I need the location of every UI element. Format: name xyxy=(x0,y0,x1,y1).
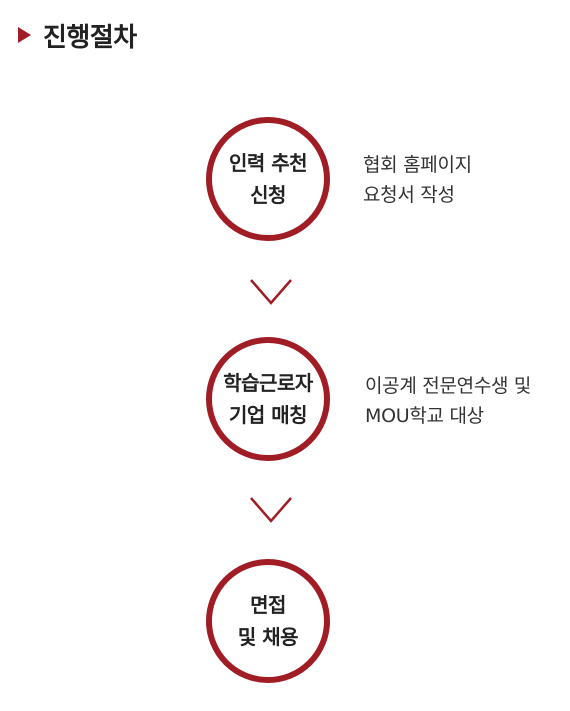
step-3-label: 면접 및 채용 xyxy=(237,593,299,649)
section-header: 진행절차 xyxy=(18,18,137,53)
step-2-circle: 학습근로자 기업 매칭 xyxy=(206,337,330,461)
chevron-down-icon xyxy=(250,497,292,523)
step-1-circle: 인력 추천 신청 xyxy=(206,117,330,241)
triangle-right-icon xyxy=(18,27,31,43)
step-3-circle: 면접 및 채용 xyxy=(206,559,330,683)
step-1-description: 협회 홈페이지 요청서 작성 xyxy=(363,154,472,206)
step-1-label: 인력 추천 신청 xyxy=(228,151,308,207)
page-title: 진행절차 xyxy=(43,22,137,53)
step-2-description: 이공계 전문연수생 및 MOU학교 대상 xyxy=(365,375,532,427)
chevron-down-icon xyxy=(250,279,292,305)
step-2-label: 학습근로자 기업 매칭 xyxy=(223,371,313,427)
